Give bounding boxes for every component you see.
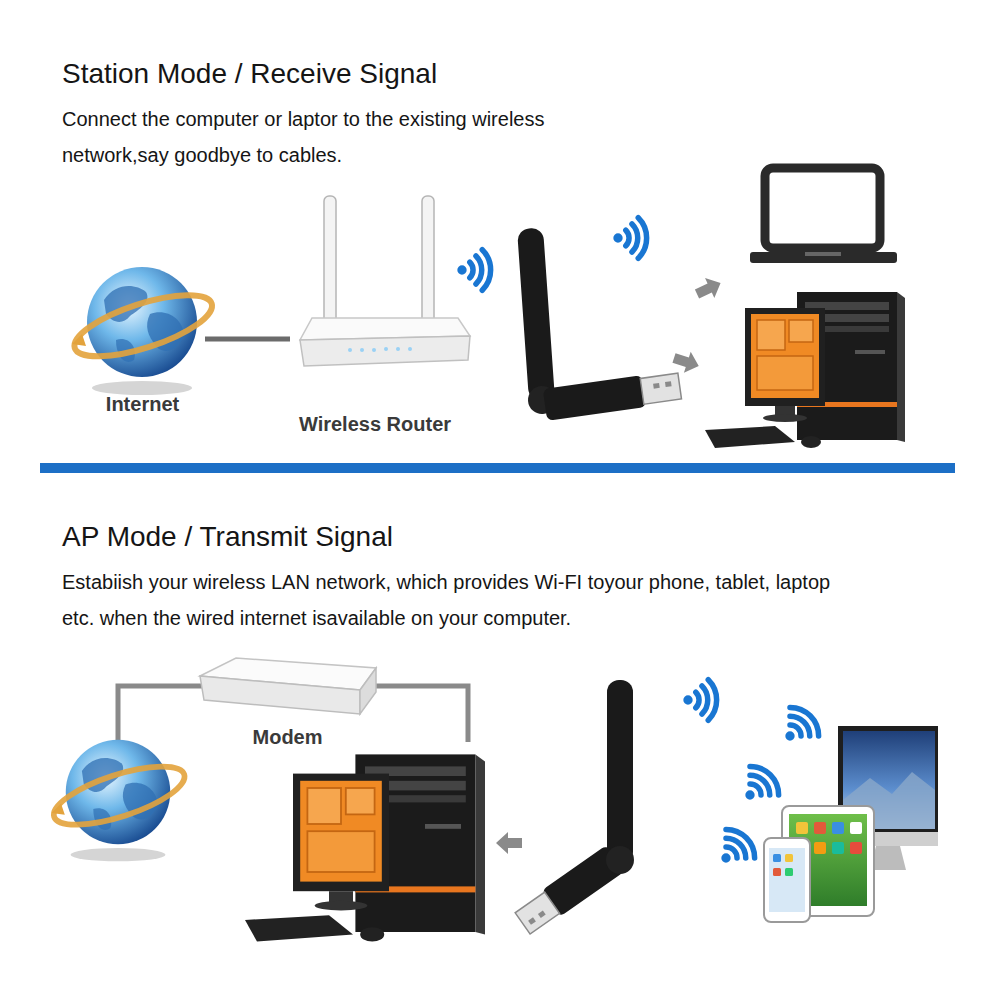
wifi-icon [708, 823, 761, 876]
globe-node: Internet [80, 250, 205, 416]
laptop-icon [805, 252, 841, 256]
wireless-router [422, 196, 434, 328]
usb-wifi-adapter [653, 383, 660, 389]
phone-icon [773, 854, 781, 862]
wireless-router [300, 336, 470, 366]
tablet-icon [832, 842, 844, 854]
usb-wifi-adapter [516, 227, 557, 415]
usb-wifi-adapter [640, 373, 681, 404]
network-wire [118, 686, 202, 742]
tablet-icon [832, 822, 844, 834]
laptop-icon [750, 168, 897, 263]
wifi-icon [732, 760, 785, 813]
flow-arrow [671, 348, 703, 377]
wifi-icon [772, 701, 825, 754]
modem-box [200, 676, 360, 714]
usb-wifi-adapter [543, 375, 646, 421]
desktop-monitor [838, 726, 938, 870]
usb-wifi-adapter [606, 846, 634, 874]
section-description: Estabiish your wireless LAN network, whi… [62, 564, 862, 636]
usb-wifi-adapter [665, 381, 672, 387]
usb-wifi-adapter [515, 892, 559, 934]
wireless-router [396, 347, 400, 351]
router-node: Wireless Router [290, 190, 460, 436]
section-description: Connect the computer or laptor to the ex… [62, 101, 622, 173]
laptop-icon [750, 252, 897, 263]
wifi-icon [683, 680, 717, 720]
divider-band [40, 463, 955, 473]
flow-arrow [692, 273, 725, 304]
modem-node: Modem [195, 655, 380, 749]
tablet-icon [814, 822, 826, 834]
wireless-router [372, 348, 376, 352]
phone-icon [764, 838, 810, 922]
usb-wifi-adapter [607, 680, 633, 864]
desktop-monitor [870, 846, 906, 870]
phone-icon [769, 848, 805, 912]
phone-icon [764, 838, 810, 922]
section-heading: AP Mode / Transmit Signal [62, 518, 822, 556]
network-cable [205, 337, 290, 342]
desktop-computer [245, 754, 485, 941]
usb-wifi-adapter [538, 910, 546, 918]
tablet-icon [814, 842, 826, 854]
globe-icon [48, 740, 191, 862]
usb-wifi-adapter [543, 370, 682, 421]
phone-icon [785, 868, 793, 876]
laptop-icon [765, 168, 880, 248]
usb-wifi-adapter [513, 680, 634, 936]
wireless-router [300, 196, 470, 366]
wireless-router [348, 348, 352, 352]
desktop-monitor [838, 726, 938, 842]
wireless-router [360, 348, 364, 352]
modem-box [360, 668, 376, 714]
flow-arrow [496, 832, 522, 854]
section-heading: Station Mode / Receive Signal [62, 55, 822, 93]
tablet-icon [850, 842, 862, 854]
usb-wifi-adapter [528, 917, 536, 925]
wireless-router [324, 196, 336, 328]
node-label: Wireless Router [299, 412, 451, 436]
node-label: Modem [253, 725, 323, 749]
wifi-icon [613, 218, 647, 258]
tablet-icon [850, 822, 862, 834]
network-wire [370, 686, 468, 742]
phone-icon [785, 854, 793, 862]
wireless-router [408, 347, 412, 351]
usb-wifi-adapter [516, 227, 682, 420]
tablet-icon [796, 822, 808, 834]
wifi-icon [457, 250, 491, 290]
usb-wifi-adapter [517, 228, 555, 401]
wireless-router [384, 347, 388, 351]
node-label: Internet [106, 392, 179, 416]
modem-box [200, 658, 376, 714]
globe-icon [68, 267, 219, 395]
desktop-computer [705, 292, 905, 448]
phone-icon [773, 868, 781, 876]
